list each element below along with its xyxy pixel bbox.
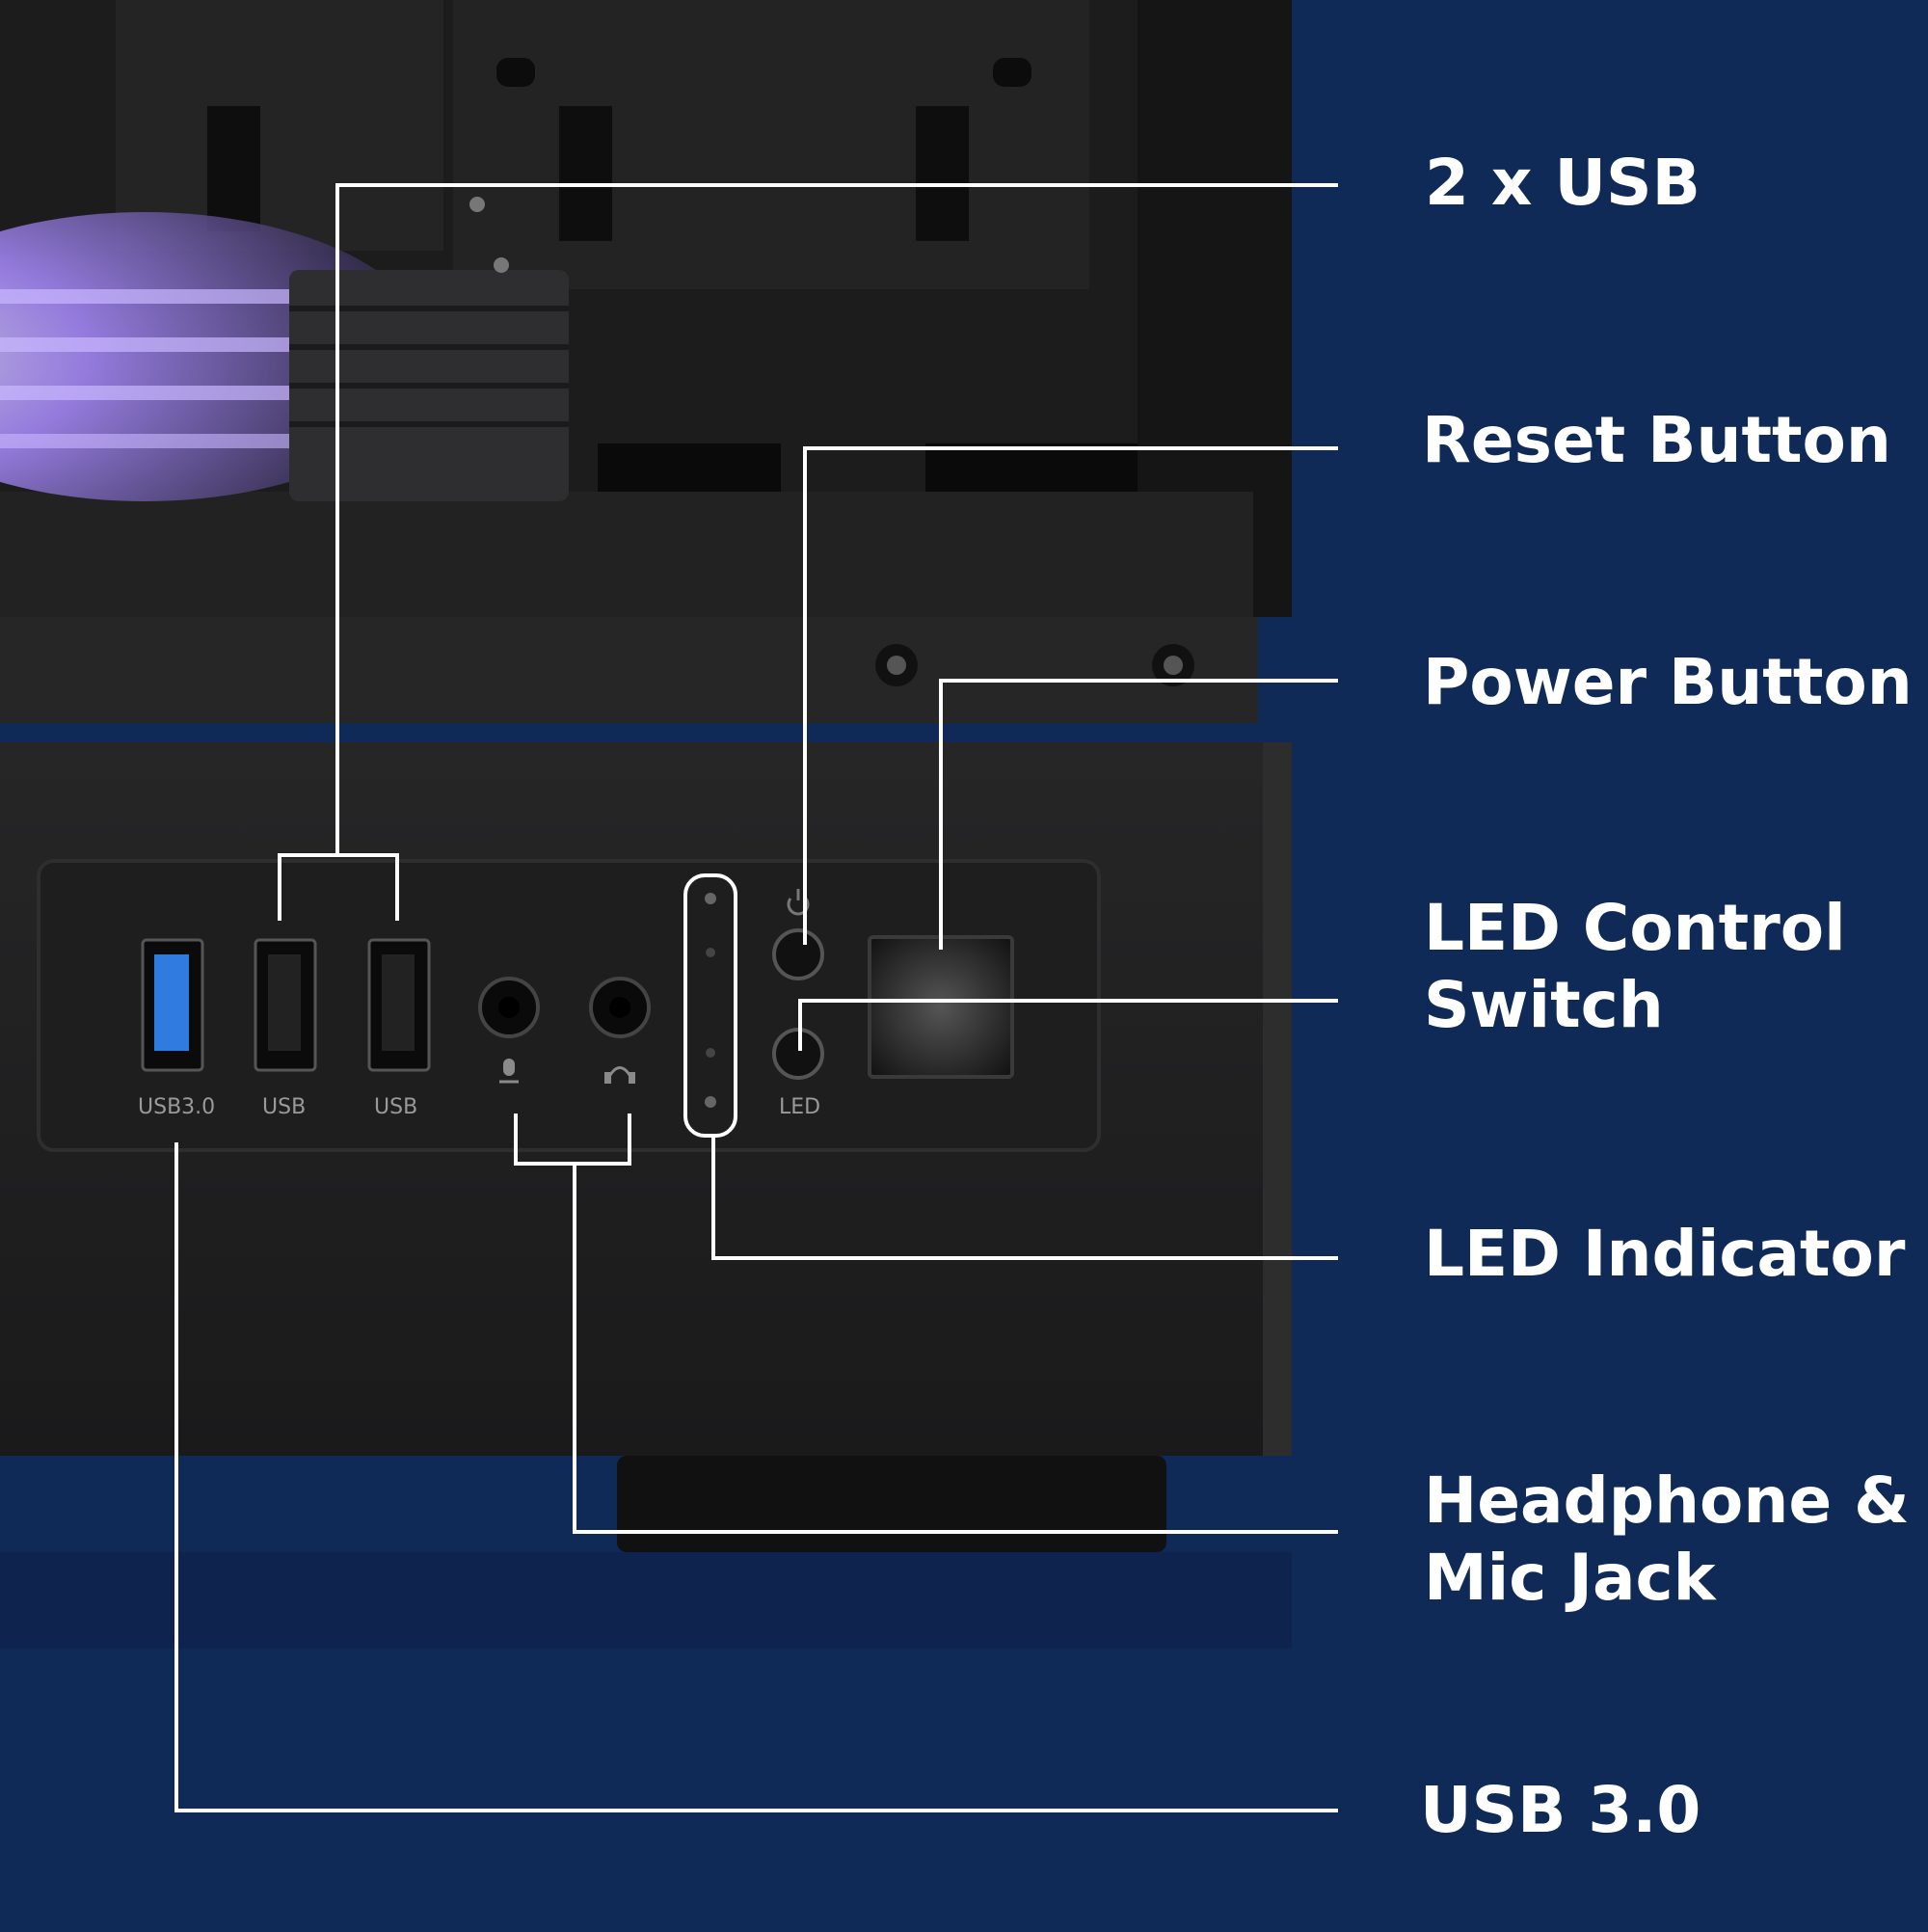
usb2-port-a[interactable] xyxy=(254,938,317,1072)
power-icon xyxy=(787,889,810,916)
case-interior xyxy=(0,0,1292,617)
callout-label-led-indicator: LED Indicator xyxy=(1424,1217,1906,1291)
callout-line-led-indicator xyxy=(711,1138,1338,1260)
callout-label-led-switch: LED Control Switch xyxy=(1424,891,1846,1042)
callout-label-audio: Headphone & Mic Jack xyxy=(1424,1463,1910,1615)
callout-label-reset: Reset Button xyxy=(1422,403,1891,477)
power-led-icon xyxy=(705,1096,716,1108)
callout-line-audio xyxy=(573,1164,1338,1534)
usb3-port-label: USB3.0 xyxy=(138,1095,215,1119)
callout-line-led-switch xyxy=(798,999,1338,1051)
callout-lines xyxy=(174,183,1338,1812)
usb3-port[interactable] xyxy=(141,938,204,1072)
callout-box-led-indicator xyxy=(683,873,737,1138)
callout-label-usb2: 2 x USB xyxy=(1425,146,1700,220)
usb-port-label-b: USB xyxy=(374,1095,417,1119)
usb2-port-b[interactable] xyxy=(367,938,431,1072)
callout-bracket-usb2 xyxy=(278,853,399,921)
headphone-jack[interactable] xyxy=(589,977,651,1038)
led-switch-label: LED xyxy=(779,1095,820,1119)
reset-button[interactable] xyxy=(772,928,824,980)
rgb-fan xyxy=(0,197,569,501)
callout-line-usb3 xyxy=(174,1142,1338,1812)
callout-label-power: Power Button xyxy=(1423,645,1913,719)
callout-line-reset xyxy=(803,446,1338,945)
callout-label-usb3: USB 3.0 xyxy=(1420,1773,1701,1847)
power-button[interactable] xyxy=(868,935,1014,1079)
hdd-activity-icon xyxy=(705,893,716,904)
callout-line-usb2 xyxy=(335,183,1338,853)
led-indicator-strip xyxy=(705,893,716,1108)
microphone-icon xyxy=(499,1059,519,1084)
mic-jack[interactable] xyxy=(478,977,540,1038)
headphone-icon xyxy=(604,1066,635,1084)
usb-port-label-a: USB xyxy=(262,1095,306,1119)
io-panel: USB3.0 USB USB xyxy=(37,859,1101,1152)
callout-line-power xyxy=(939,679,1338,950)
